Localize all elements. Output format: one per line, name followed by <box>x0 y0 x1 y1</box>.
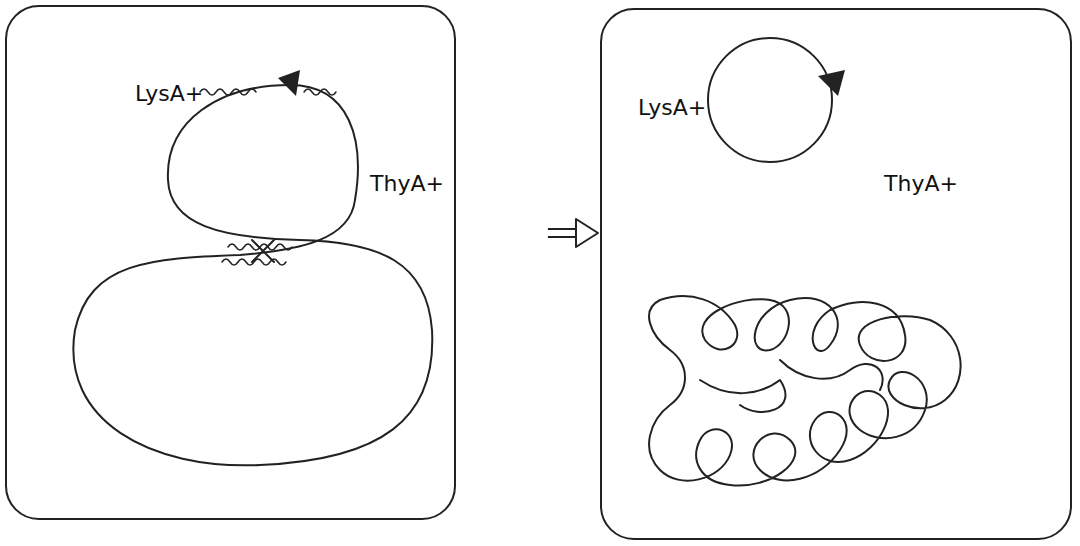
tangled-chromosome <box>649 296 961 485</box>
insertion-element <box>278 70 300 96</box>
insertion-element-wave <box>200 89 256 95</box>
cell: LysA+ ThyA+ <box>600 8 1072 540</box>
insertion-element <box>818 70 845 96</box>
plasmid <box>708 38 832 162</box>
insertion-element-wave <box>304 89 336 95</box>
gene-label: ThyA+ <box>370 172 444 196</box>
tangled-chromosome <box>700 360 883 412</box>
crossover-mark <box>252 240 274 262</box>
cell: LysA+ ThyA+ <box>5 5 456 520</box>
gene-label: LysA+ <box>135 82 203 106</box>
gene-label: ThyA+ <box>884 172 958 196</box>
gene-label: LysA+ <box>638 96 706 120</box>
chromosome <box>73 85 432 465</box>
process-arrow <box>456 219 598 247</box>
